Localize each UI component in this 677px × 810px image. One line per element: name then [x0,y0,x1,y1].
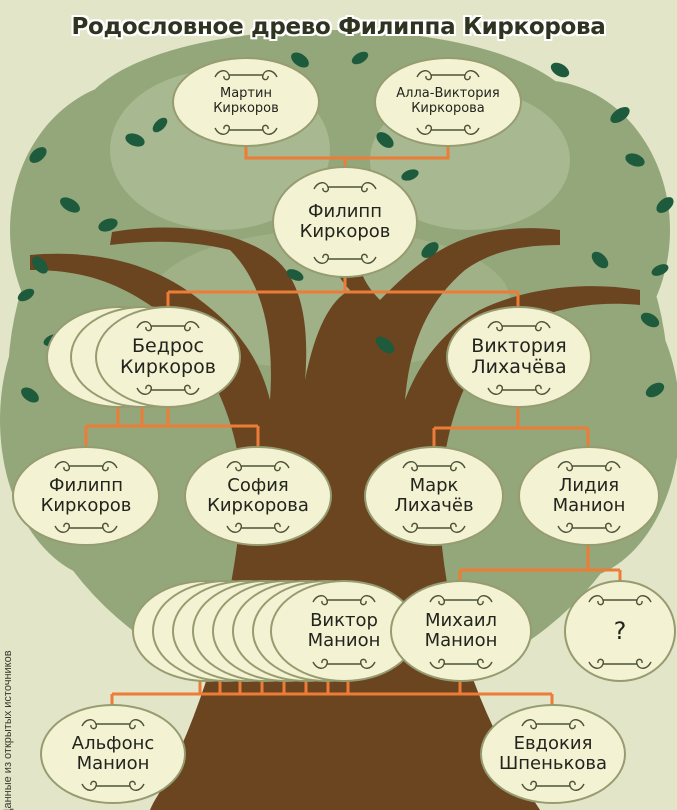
person-last-name: Киркоров [213,101,279,116]
person-unknown: ? [564,580,676,682]
swirl-ornament-icon [402,523,466,534]
person-first-name: Алла-Виктория [396,86,500,102]
person-last-name: Киркоров [40,495,132,516]
person-first-name: Мартин [220,86,272,102]
person-first-name: Марк [409,474,459,496]
person-first-name: Виктор [310,609,378,631]
person-last-name: Манион [552,495,626,516]
person-last-name: Шпенькова [499,753,607,774]
swirl-ornament-icon [429,594,493,606]
person-last-name: Манион [76,753,150,774]
person-first-name: Евдокия [513,732,593,754]
person-last-name: Киркорова [207,495,309,516]
person-last-name: Лихачёва [471,356,567,378]
swirl-ornament-icon [429,658,493,670]
swirl-ornament-icon [588,594,652,606]
swirl-ornament-icon [313,182,377,193]
person-first-name: Виктория [471,334,567,357]
swirl-ornament-icon [416,70,480,81]
person-last-name: Манион [424,630,498,651]
person-first-name: Альфонс [71,732,155,754]
swirl-ornament-icon [226,460,290,471]
swirl-ornament-icon [588,658,652,670]
swirl-ornament-icon [136,320,200,332]
tree-connectors [84,146,622,708]
person-first-name: Филипп [49,474,123,496]
swirl-ornament-icon [214,125,278,136]
person-last-name: Киркорова [411,101,485,116]
swirl-ornament-icon [313,253,377,265]
swirl-ornament-icon [54,460,118,471]
person-last-name: Киркоров [299,221,391,242]
swirl-ornament-icon [214,70,278,81]
swirl-ornament-icon [81,718,145,729]
person-first-name: Филипп [308,200,382,222]
source-note: Данные из открытых источников [2,650,14,810]
person-first-name: Бедрос [131,334,204,357]
unknown-person-label: ? [613,616,627,645]
person-last-name: Лихачёв [394,495,474,516]
person-last-name: Киркоров [120,356,216,378]
swirl-ornament-icon [81,781,145,792]
person-last-name: Манион [307,630,381,651]
swirl-ornament-icon [312,594,376,606]
swirl-ornament-icon [487,320,551,332]
person-first-name: Лидия [558,474,620,496]
swirl-ornament-icon [416,125,480,136]
page-title: Родословное древо Филиппа Киркорова [71,14,606,40]
swirl-ornament-icon [54,523,118,534]
swirl-ornament-icon [557,523,621,534]
swirl-ornament-icon [136,384,200,396]
person-first-name: София [227,474,289,496]
swirl-ornament-icon [312,658,376,670]
swirl-ornament-icon [521,781,585,792]
swirl-ornament-icon [402,460,466,471]
swirl-ornament-icon [487,384,551,396]
person-first-name: Михаил [424,609,498,631]
swirl-ornament-icon [226,523,290,534]
swirl-ornament-icon [521,718,585,729]
swirl-ornament-icon [557,460,621,471]
